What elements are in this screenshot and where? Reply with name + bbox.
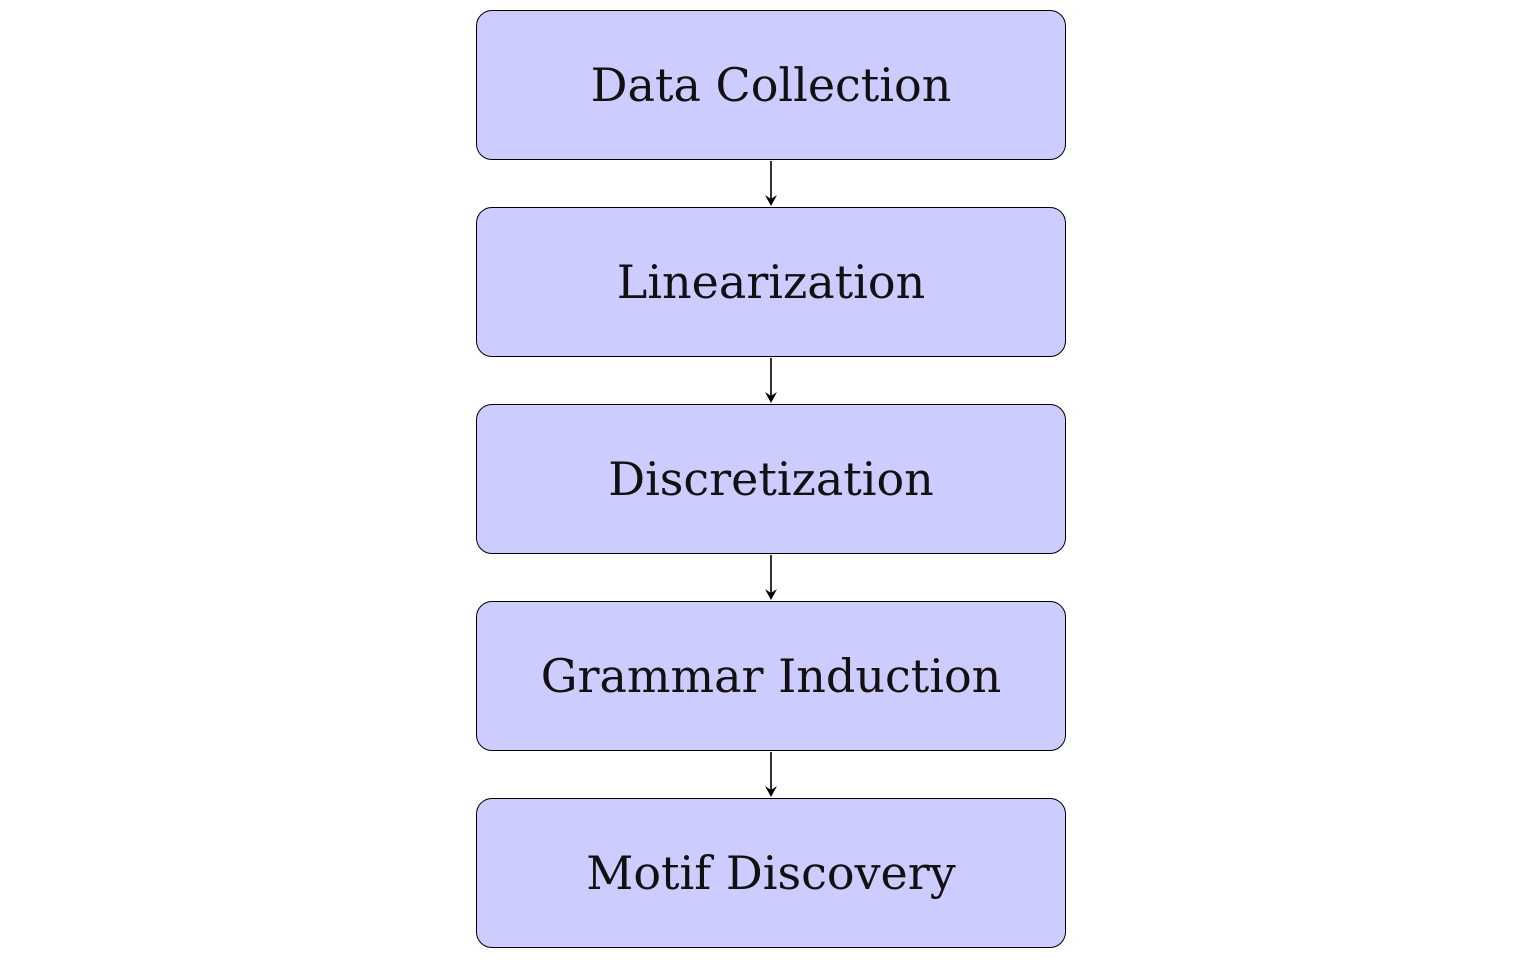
arrow-down-icon (765, 358, 777, 403)
step-grammar-induction: Grammar Induction (476, 601, 1066, 751)
step-label: Data Collection (590, 58, 952, 112)
step-label: Linearization (616, 255, 926, 309)
arrow-down-icon (765, 752, 777, 797)
step-label: Grammar Induction (540, 649, 1002, 703)
step-motif-discovery: Motif Discovery (476, 798, 1066, 948)
step-label: Discretization (608, 452, 934, 506)
step-label: Motif Discovery (586, 846, 956, 900)
step-linearization: Linearization (476, 207, 1066, 357)
arrow-down-icon (765, 161, 777, 206)
arrow-down-icon (765, 555, 777, 600)
step-discretization: Discretization (476, 404, 1066, 554)
step-data-collection: Data Collection (476, 10, 1066, 160)
